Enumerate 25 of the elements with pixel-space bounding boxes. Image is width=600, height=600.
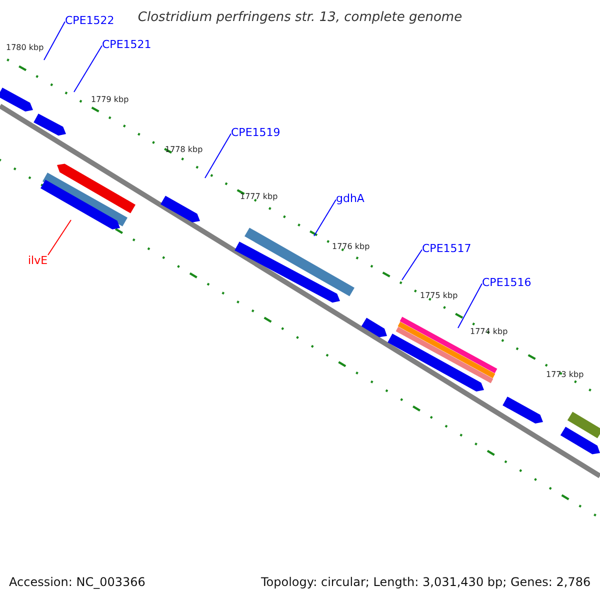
leader-line bbox=[44, 21, 66, 60]
position-label: 1779 kbp bbox=[91, 96, 129, 104]
position-label: 1774 kbp bbox=[470, 328, 508, 336]
leader-line bbox=[314, 199, 336, 236]
gene-label: CPE1521 bbox=[102, 39, 152, 50]
leader-line bbox=[402, 249, 422, 280]
leader-line bbox=[48, 220, 72, 256]
title: Clostridium perfringens str. 13, complete genome bbox=[138, 11, 462, 24]
position-label: 1776 kbp bbox=[332, 243, 370, 251]
gene-label: gdhA bbox=[336, 193, 364, 204]
position-label: 1777 kbp bbox=[240, 193, 278, 201]
position-label: 1778 kbp bbox=[165, 146, 203, 154]
gene-label: CPE1516 bbox=[482, 277, 532, 288]
genome-summary-text: Topology: circular; Length: 3,031,430 bp; Genes: 2,786 bbox=[261, 576, 591, 588]
leader-line bbox=[458, 283, 482, 328]
position-label: 1773 kbp bbox=[546, 371, 584, 379]
leader-line bbox=[74, 45, 102, 92]
gene-label: CPE1522 bbox=[65, 15, 114, 26]
position-label: 1775 kbp bbox=[420, 292, 458, 300]
gene-label: CPE1519 bbox=[231, 127, 280, 138]
leader-line bbox=[204, 133, 232, 178]
accession-text: Accession: NC_003366 bbox=[9, 576, 146, 588]
position-label: 1780 kbp bbox=[6, 44, 44, 52]
gene-label: CPE1517 bbox=[422, 243, 472, 254]
gene-label: ilvE bbox=[28, 255, 48, 266]
